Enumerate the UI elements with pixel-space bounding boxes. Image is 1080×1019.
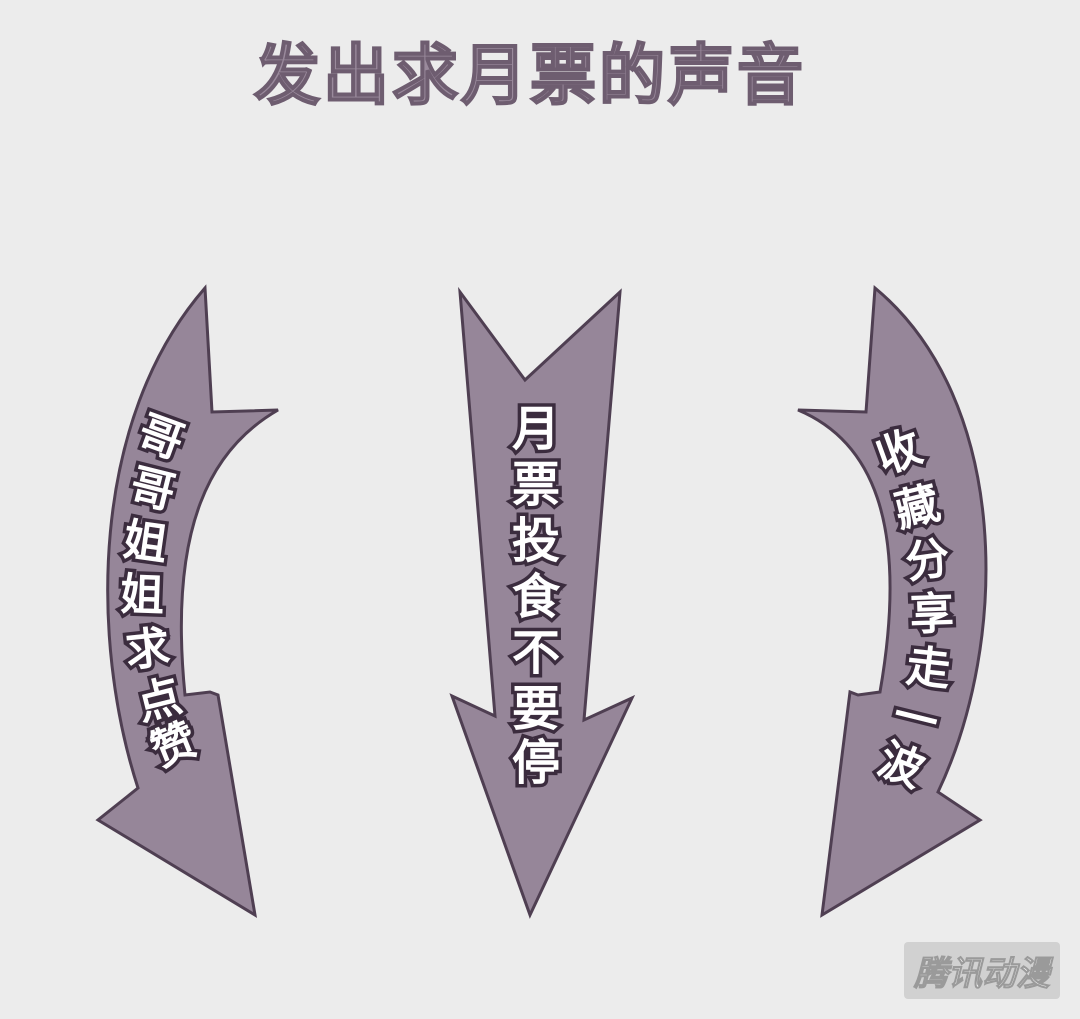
middle-arrow-char: 停 (512, 735, 560, 791)
right-arrow-char: 走 (904, 641, 953, 696)
left-curved-arrow (95, 284, 279, 918)
right-arrow-char: 分 (902, 532, 953, 589)
middle-arrow-char: 不 (512, 625, 560, 681)
middle-arrow-char: 月 (512, 401, 560, 457)
right-curved-arrow (797, 284, 988, 918)
left-arrow-char: 姐 (119, 569, 165, 622)
left-arrow-char: 求 (123, 622, 172, 677)
right-arrow-char: 享 (909, 588, 955, 641)
page-title: 发出求月票的声音 (253, 36, 806, 115)
middle-arrow-char: 要 (512, 681, 560, 737)
left-arrow-char: 姐 (120, 514, 171, 571)
watermark-logo: 腾讯动漫 (904, 942, 1060, 999)
middle-straight-arrow (449, 286, 636, 919)
middle-arrow-char: 食 (512, 569, 561, 625)
middle-arrow-char: 投 (512, 513, 560, 569)
middle-arrow-char: 票 (512, 457, 560, 513)
